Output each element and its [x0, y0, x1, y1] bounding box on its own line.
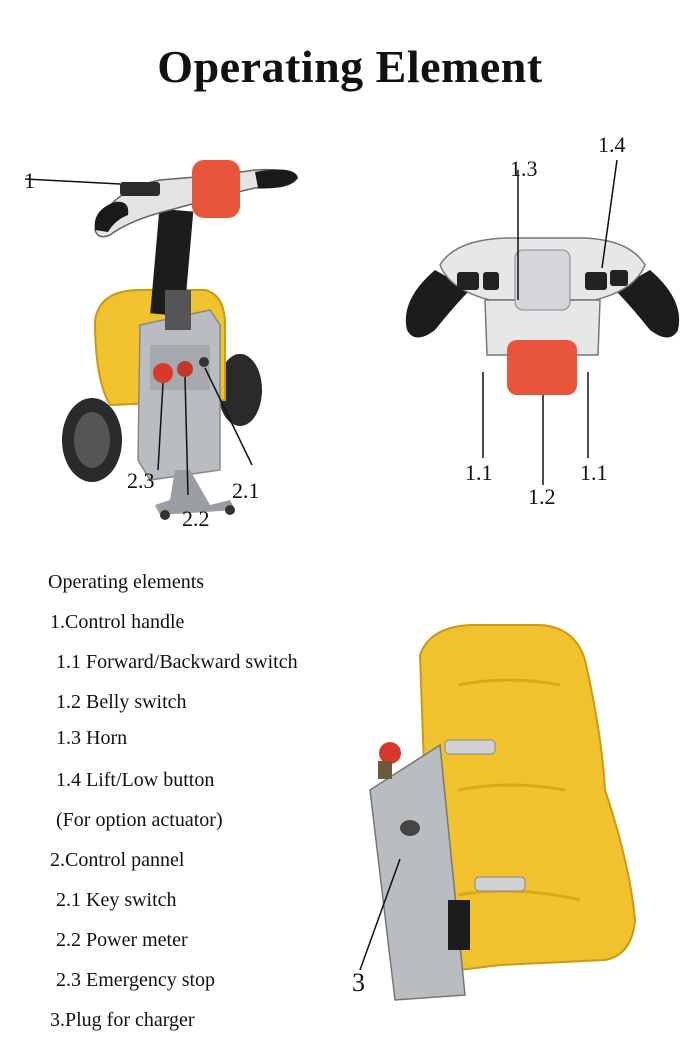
list-item: 1.3 Horn [56, 727, 128, 749]
list-item: 2.1 Key switch [56, 889, 177, 911]
label-1-2: 1.2 [528, 484, 556, 509]
label-1-1-right: 1.1 [580, 460, 608, 485]
list-item: (For option actuator) [56, 809, 223, 831]
truck-illustration [24, 160, 298, 520]
label-1-1-left: 1.1 [465, 460, 493, 485]
list-item: 1.2 Belly switch [56, 691, 187, 713]
label-2-3: 2.3 [127, 468, 155, 493]
list-item: 2.3 Emergency stop [56, 969, 216, 991]
label-1: 1 [24, 168, 35, 193]
list-item: 3.Plug for charger [50, 1009, 195, 1031]
list-item: 2.Control pannel [50, 849, 185, 871]
list-heading: Operating elements [48, 571, 205, 593]
label-1-3: 1.3 [510, 156, 538, 181]
list-item: 1.Control handle [50, 611, 185, 633]
page-title: Operating Element [157, 41, 543, 92]
list-item: 1.4 Lift/Low button [56, 769, 215, 791]
label-3: 3 [352, 968, 365, 997]
label-2-2: 2.2 [182, 506, 210, 531]
side-view-illustration [359, 624, 637, 1001]
handle-illustration [405, 159, 680, 485]
label-2-1: 2.1 [232, 478, 260, 503]
list-item: 1.1 Forward/Backward switch [56, 651, 298, 673]
list-item: 2.2 Power meter [56, 929, 188, 951]
label-1-4: 1.4 [598, 132, 626, 157]
